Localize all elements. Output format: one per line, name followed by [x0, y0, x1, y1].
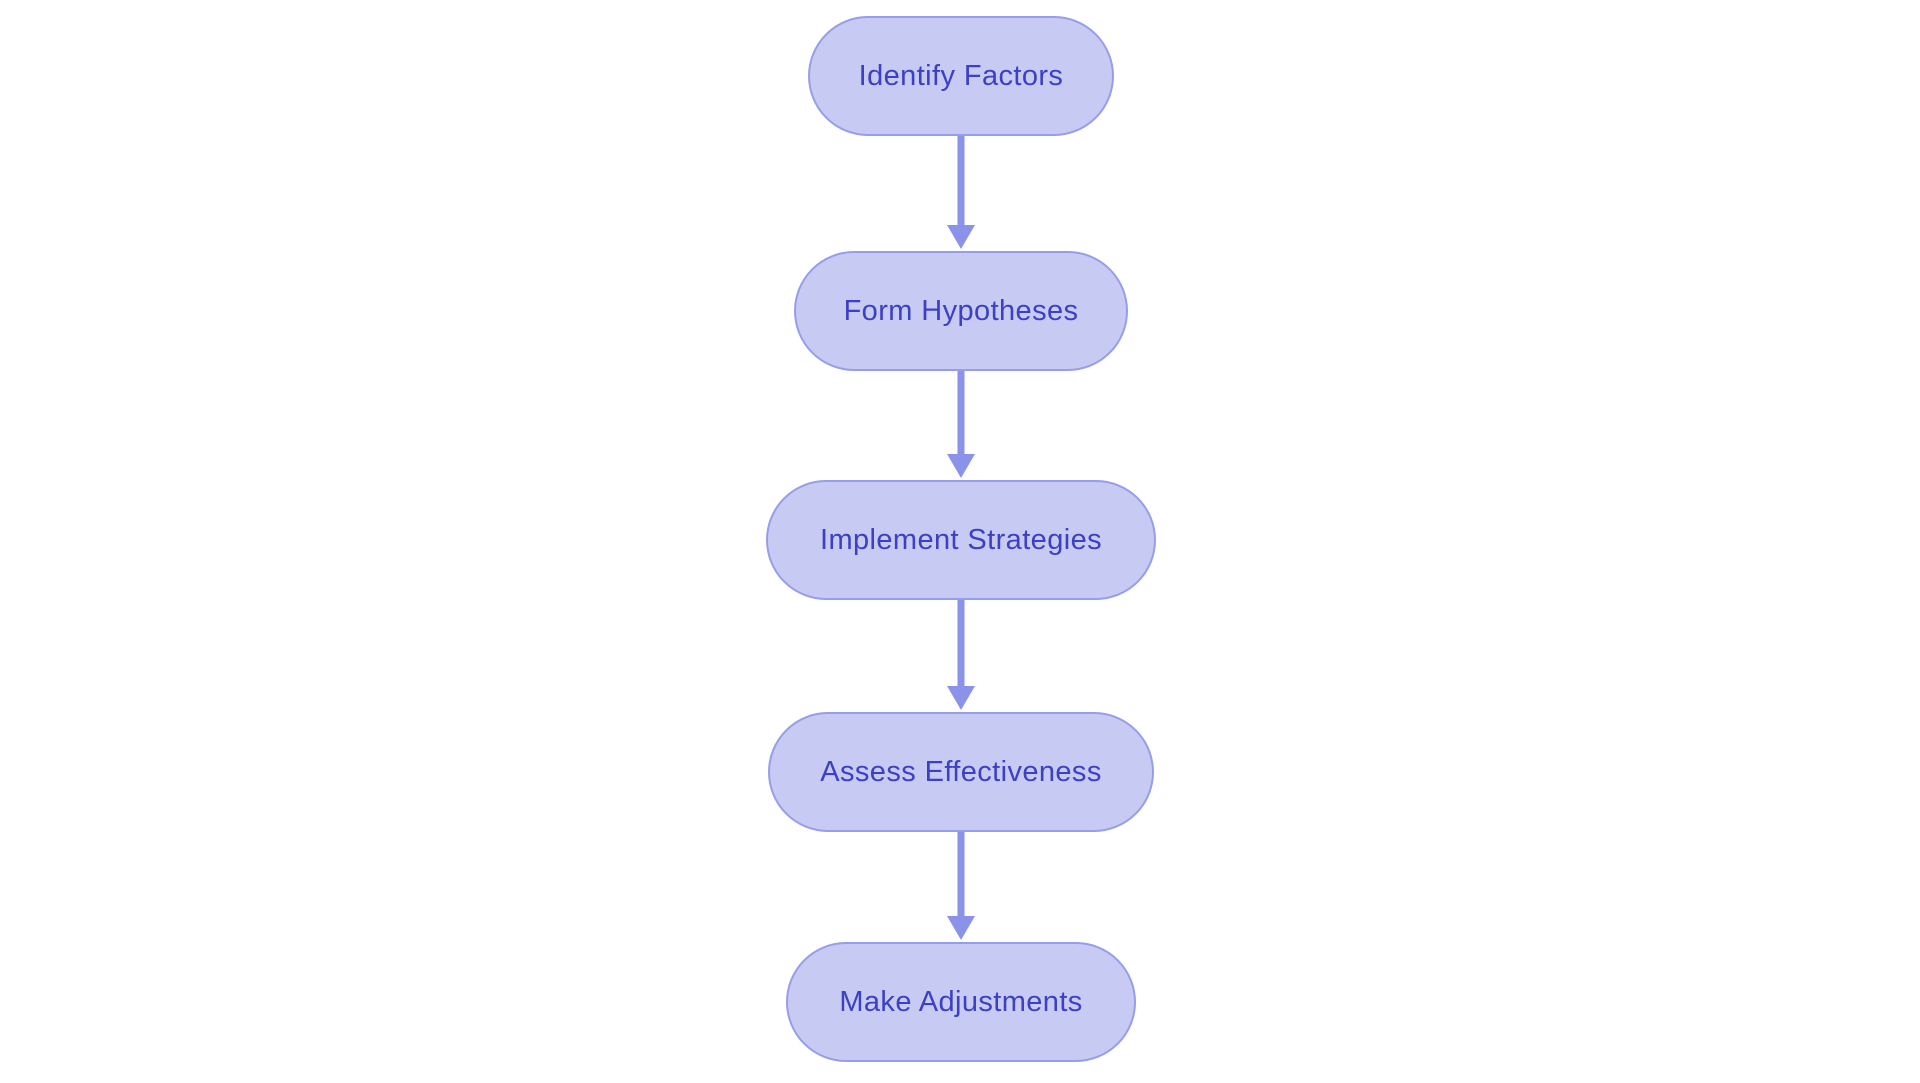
flow-node-label: Form Hypotheses [843, 294, 1079, 327]
flow-node-label: Make Adjustments [839, 985, 1083, 1018]
flow-node-implement-strategies: Implement Strategies [766, 480, 1156, 600]
arrow-form-to-implement [947, 371, 975, 478]
flow-node-label: Assess Effectiveness [820, 755, 1102, 788]
arrow-implement-to-assess [947, 600, 975, 710]
flow-node-form-hypotheses: Form Hypotheses [794, 251, 1128, 371]
arrow-assess-to-adjust [947, 832, 975, 940]
flow-node-label: Identify Factors [858, 59, 1064, 92]
flow-node-assess-effectiveness: Assess Effectiveness [768, 712, 1154, 832]
flow-node-label: Implement Strategies [819, 523, 1102, 556]
flow-node-make-adjustments: Make Adjustments [786, 942, 1136, 1062]
flow-node-identify-factors: Identify Factors [808, 16, 1114, 136]
arrow-identify-to-form [947, 136, 975, 249]
